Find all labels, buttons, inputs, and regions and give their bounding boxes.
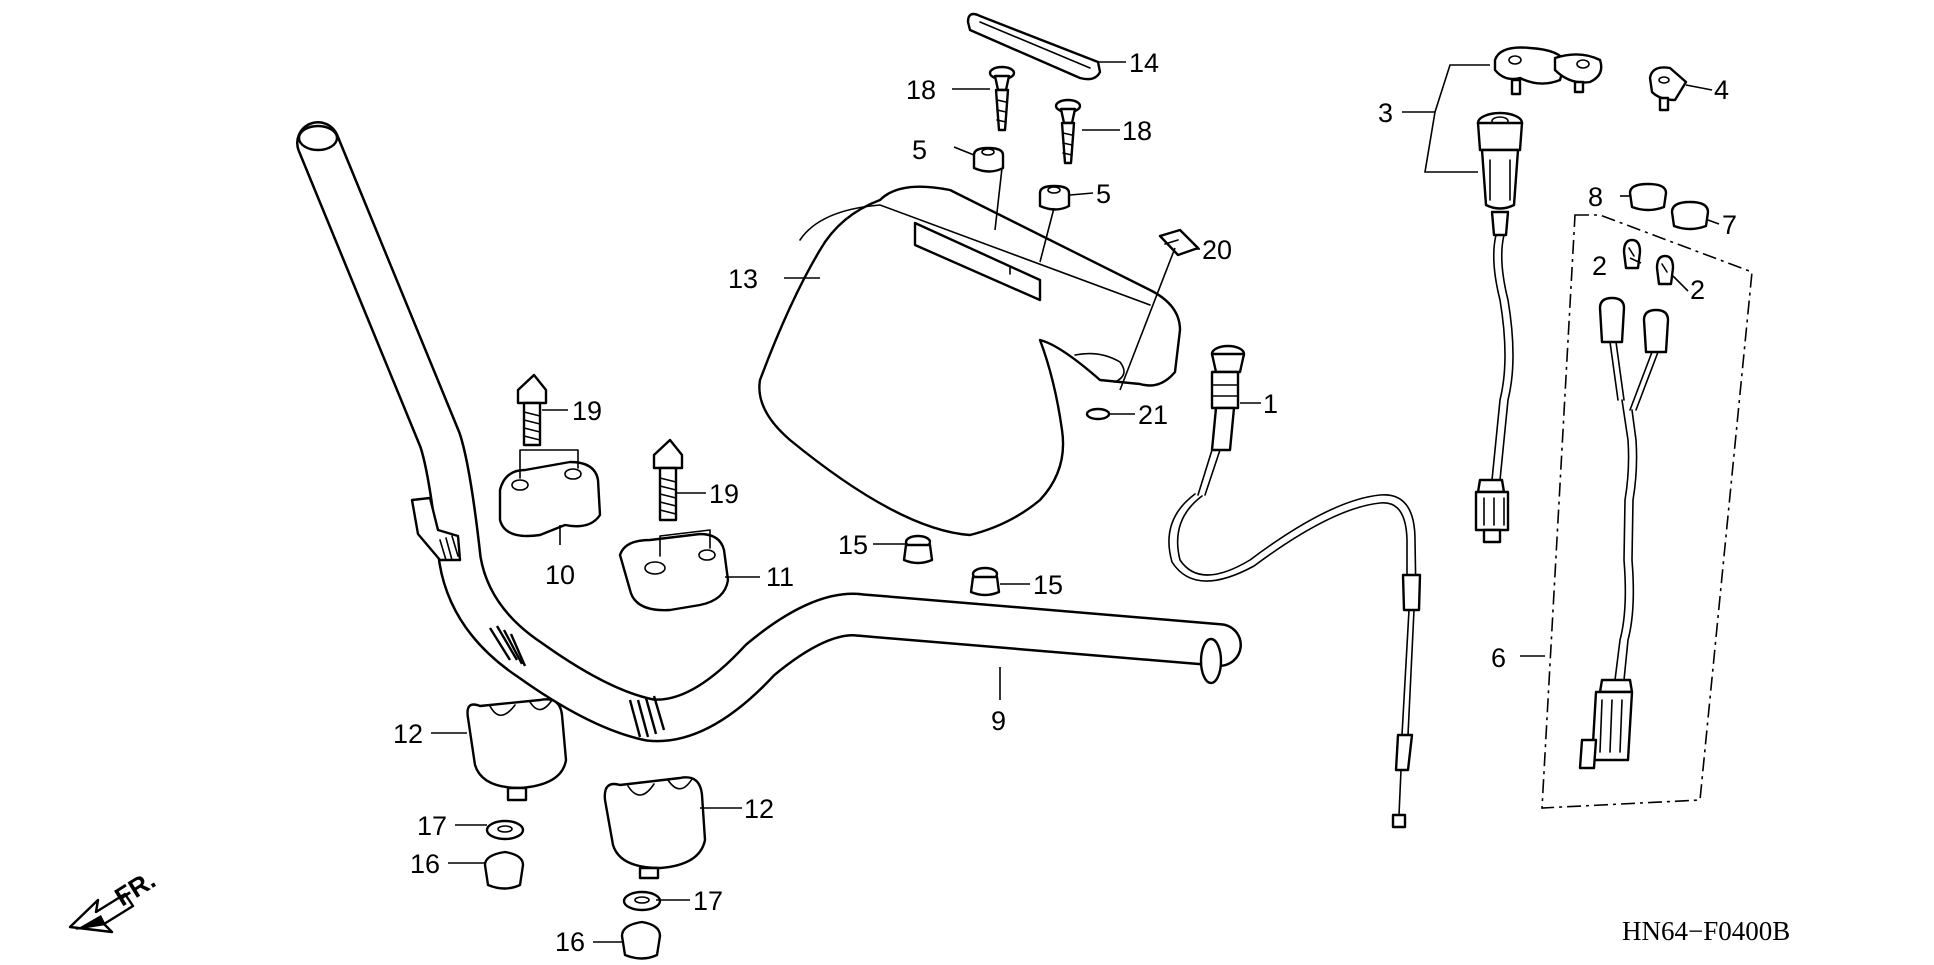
callout-1: 1: [1263, 389, 1278, 419]
callout-10: 10: [545, 560, 575, 590]
callout-19b: 19: [709, 479, 739, 509]
screws-grommets: [972, 65, 1082, 211]
callout-21: 21: [1138, 400, 1168, 430]
sub-harness-group: [1541, 214, 1753, 809]
callout-5b: 5: [1096, 179, 1111, 209]
diagram-code: HN64−F0400B: [1622, 916, 1790, 946]
leader-lines: [431, 61, 1720, 943]
choke-cable: [1168, 344, 1422, 829]
callout-6: 6: [1491, 643, 1506, 673]
upper-holder-11: [618, 438, 730, 612]
callout-9: 9: [991, 706, 1006, 736]
callout-5a: 5: [912, 135, 927, 165]
handlebar: [296, 121, 1242, 743]
caps: [1628, 182, 1710, 231]
callout-4: 4: [1714, 75, 1729, 105]
callout-17a: 17: [417, 811, 447, 841]
callout-7: 7: [1722, 210, 1737, 240]
collars: [902, 534, 1001, 597]
callout-20: 20: [1202, 235, 1232, 265]
callout-16a: 16: [410, 849, 440, 879]
callout-15a: 15: [838, 530, 868, 560]
callout-14: 14: [1129, 48, 1159, 78]
cover-pad: [966, 12, 1102, 81]
callout-12a: 12: [393, 719, 423, 749]
callout-2b: 2: [1690, 275, 1705, 305]
callout-12b: 12: [744, 794, 774, 824]
callout-11: 11: [766, 562, 794, 592]
front-direction-arrow: FR.: [68, 864, 161, 934]
key: [1648, 66, 1688, 112]
handlebar-cover: [758, 185, 1182, 537]
callout-8: 8: [1588, 182, 1603, 212]
ignition-switch: [1474, 46, 1603, 544]
callout-17b: 17: [693, 886, 723, 916]
callout-19a: 19: [572, 396, 602, 426]
callout-13: 13: [728, 264, 758, 294]
lower-holder-left: [466, 698, 568, 890]
callout-16b: 16: [555, 927, 585, 957]
upper-holder-10: [498, 373, 602, 538]
lower-holder-right: [603, 776, 707, 960]
callout-2a: 2: [1592, 251, 1607, 281]
clip-and-washer: [1085, 228, 1200, 421]
callout-18a: 18: [906, 75, 936, 105]
callout-18b: 18: [1122, 116, 1152, 146]
callout-labels: 1 2 2 3 4 5 5 6 7 8 9 10 11 12 12 13 14 …: [393, 48, 1737, 957]
callout-15b: 15: [1033, 570, 1063, 600]
callout-3: 3: [1378, 98, 1393, 128]
